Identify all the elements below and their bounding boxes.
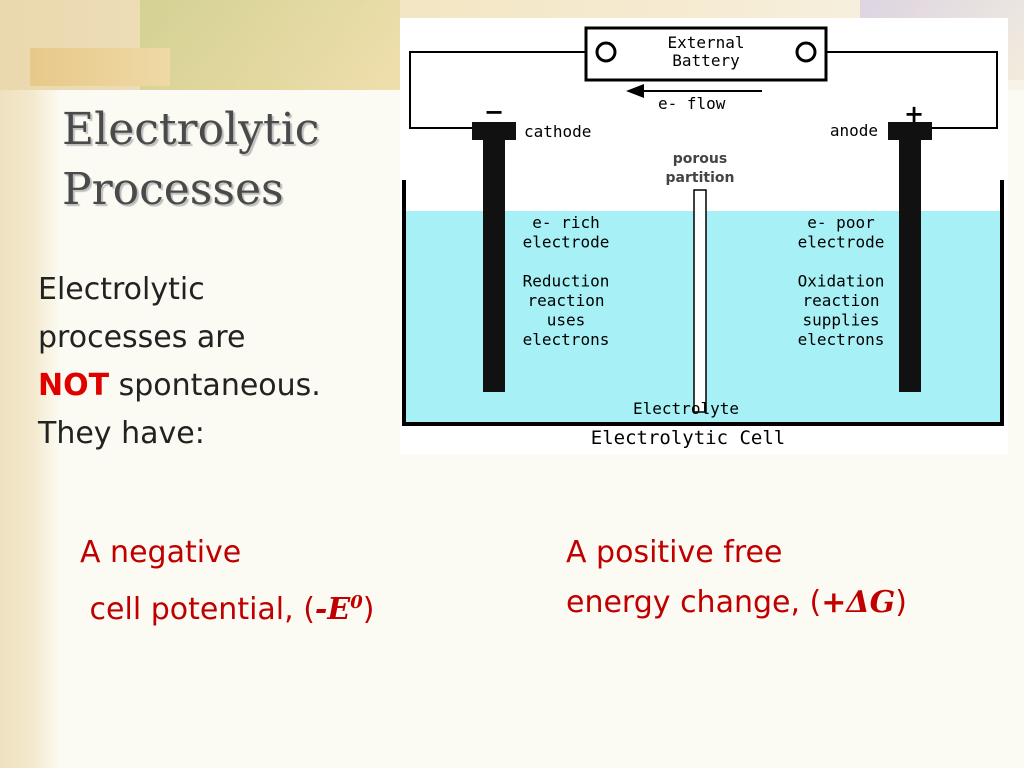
anode-label: anode xyxy=(830,121,878,140)
wire-right xyxy=(825,51,998,129)
left_desc-line: electrode xyxy=(523,233,610,252)
intro-text: Electrolytic processes are NOT spontaneo… xyxy=(38,266,398,458)
intro-line-3: spontaneous. xyxy=(118,368,321,403)
electron-flow-label: e- flow xyxy=(658,94,726,113)
background-texture xyxy=(0,0,60,768)
positive-free-energy-point: A positive free energy change, (+ΔG) xyxy=(566,528,907,628)
left_desc-line: Reduction xyxy=(523,272,610,291)
title-line-2: Processes xyxy=(62,164,284,215)
right_desc-line: e- poor xyxy=(807,213,875,232)
point-right-close: ) xyxy=(895,585,908,620)
left_desc-line: electrons xyxy=(523,330,610,349)
standard-superscript: 0 xyxy=(350,592,363,613)
battery-label-line-1: External xyxy=(667,33,744,52)
wire-left xyxy=(409,51,585,129)
right_desc-line: reaction xyxy=(802,291,879,310)
left_desc-line: reaction xyxy=(527,291,604,310)
external-battery xyxy=(584,26,828,82)
not-emphasis: NOT xyxy=(38,368,110,403)
point-left-line-1: A negative xyxy=(80,535,242,570)
electron-flow-arrowhead xyxy=(626,84,644,98)
point-left-line-2: cell potential, ( xyxy=(80,592,315,627)
cathode-electrode xyxy=(483,122,505,392)
point-right-line-2: energy change, ( xyxy=(566,585,822,620)
left_desc-line: uses xyxy=(547,311,586,330)
anode-description: e- poorelectrodeOxidationreactionsupplie… xyxy=(798,213,885,349)
left_desc-line: e- rich xyxy=(532,213,599,232)
diagram-caption: Electrolytic Cell xyxy=(591,427,785,449)
intro-line-4: They have: xyxy=(38,416,205,451)
cathode-label: cathode xyxy=(524,122,591,141)
electrolytic-cell-svg: External Battery e- flow − + cathode ano… xyxy=(402,26,1004,449)
right_desc-line: electrons xyxy=(798,330,885,349)
battery-terminal-right xyxy=(795,41,817,63)
right_desc-line: electrode xyxy=(798,233,885,252)
point-right-line-1: A positive free xyxy=(566,535,783,570)
right_desc-line: supplies xyxy=(802,311,879,330)
point-left-close: ) xyxy=(362,592,375,627)
cell-potential-symbol: -E xyxy=(314,592,351,627)
battery-terminal-left xyxy=(595,41,617,63)
cell-container xyxy=(402,180,1004,426)
partition-label-line-1: porous xyxy=(673,151,727,167)
intro-line-2: processes are xyxy=(38,320,246,355)
electrolytic-cell-diagram: External Battery e- flow − + cathode ano… xyxy=(400,18,1008,454)
title-line-1: Electrolytic xyxy=(62,104,320,155)
partition-label-line-2: partition xyxy=(666,170,735,186)
battery-label-line-2: Battery xyxy=(672,51,740,70)
background-leaf-decoration xyxy=(30,48,170,86)
slide-title: Electrolytic Processes xyxy=(62,100,402,220)
plus-sign: + xyxy=(904,100,924,128)
electrolyte-label: Electrolyte xyxy=(633,399,739,418)
free-energy-symbol: +ΔG xyxy=(821,585,896,620)
porous-partition xyxy=(693,189,707,413)
anode-electrode xyxy=(899,122,921,392)
background-leaf-decoration xyxy=(140,0,400,90)
negative-potential-point: A negative cell potential, (-E0) xyxy=(80,528,375,635)
right_desc-line: Oxidation xyxy=(798,272,885,291)
cathode-description: e- richelectrodeReductionreactionusesele… xyxy=(523,213,610,349)
intro-line-1: Electrolytic xyxy=(38,272,205,307)
minus-sign: − xyxy=(484,98,504,126)
